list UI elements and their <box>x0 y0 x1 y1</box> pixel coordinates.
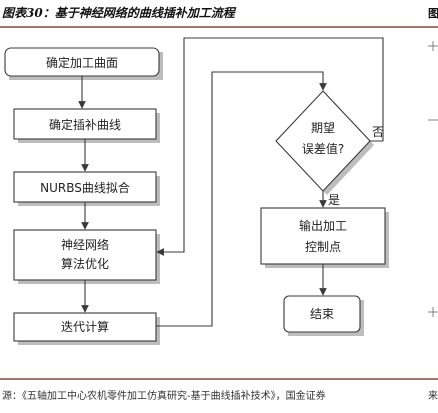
node-box <box>13 171 157 203</box>
node-label-line1: 输出加工 <box>299 218 347 233</box>
node-error-decision: 期望 误差值? <box>275 90 374 195</box>
node-label-line1: 神经网络 <box>61 237 109 252</box>
node-box <box>13 229 157 281</box>
node-nurbs-fitting: NURBS曲线拟合 <box>13 171 160 206</box>
source-note: 源：《五轴加工中心农机零件加工仿真研究-基于曲线插补技术》，国金证券 <box>2 389 326 402</box>
decision-diamond <box>275 90 371 192</box>
node-output-control-points: 输出加工 控制点 <box>260 207 389 268</box>
node-label-line2: 算法优化 <box>61 256 109 271</box>
right-column-fragment-source: 来 <box>428 390 438 402</box>
node-label: 结束 <box>310 307 334 321</box>
node-box <box>283 295 361 333</box>
node-label: 确定插补曲线 <box>49 117 121 132</box>
adjacent-figure-fragment <box>428 41 438 317</box>
no-branch-label: 否 <box>372 125 384 139</box>
node-box <box>260 207 386 265</box>
node-iterative-calculation: 迭代计算 <box>13 312 160 345</box>
decision-label-line2: 误差值? <box>302 141 344 156</box>
right-column-fragment-title: 图 <box>428 7 438 20</box>
node-label: 迭代计算 <box>61 319 109 334</box>
node-label: NURBS曲线拟合 <box>40 180 130 195</box>
figure-title: 图表30：基于神经网络的曲线插补加工流程 <box>2 6 237 20</box>
node-end: 结束 <box>283 295 364 336</box>
node-neural-optimization: 神经网络 算法优化 <box>13 229 160 284</box>
node-confirm-curve: 确定插补曲线 <box>13 108 160 143</box>
node-label-line2: 控制点 <box>305 240 341 254</box>
arrow-decision-no-to-neural <box>156 37 384 256</box>
yes-branch-label: 是 <box>328 193 340 207</box>
node-label: 确定加工曲面 <box>46 55 118 70</box>
decision-label-line1: 期望 <box>311 121 335 135</box>
node-confirm-surface: 确定加工曲面 <box>4 47 163 80</box>
node-box <box>13 312 157 342</box>
arrow-iteration-to-decision <box>156 71 327 327</box>
